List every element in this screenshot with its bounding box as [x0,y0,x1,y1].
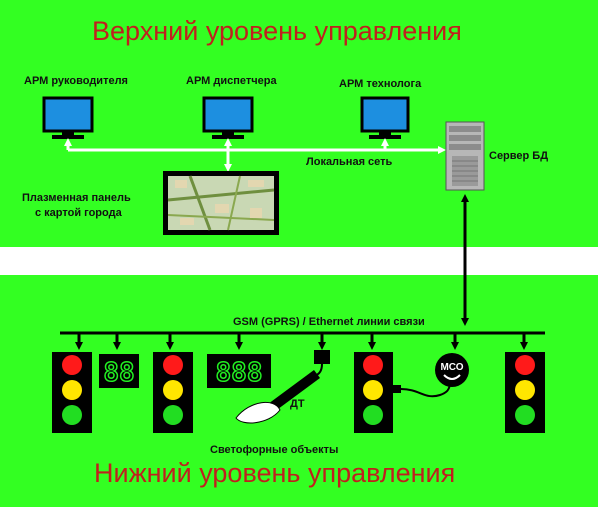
monitor-icon-technologist [360,96,410,139]
server-label: Сервер БД [489,150,549,162]
traffic-light-icon-1 [52,352,92,433]
svg-text:МСО: МСО [440,362,463,373]
monitor-icon-director [42,96,94,139]
svg-text:88: 88 [103,358,134,388]
workstation-label-technologist: АРМ технолога [339,78,422,90]
local-network-lines [64,138,446,172]
traffic-objects-label: Светофорные объекты [210,444,339,456]
local-network-label: Локальная сеть [306,156,393,168]
plasma-panel-label-line2: с картой города [35,207,122,219]
workstation-label-dispatcher: АРМ диспетчера [186,75,277,87]
plasma-panel-label-line1: Плазменная панель [22,192,131,204]
traffic-light-icon-2 [153,352,193,433]
plasma-panel-map-icon [163,171,279,235]
mso-sound-module-icon: МСО [393,353,469,398]
traffic-light-icon-3 [354,352,393,433]
bus-label: GSM (GPRS) / Ethernet линии связи [233,316,425,328]
top-level-title: Верхний уровень управления [92,16,462,46]
workstation-label-director: АРМ руководителя [24,75,128,87]
traffic-detector-icon [235,350,330,424]
communication-bus [60,331,545,350]
countdown-display-small: 88 [99,354,139,389]
detector-label: ДТ [290,398,305,410]
svg-text:888: 888 [216,358,263,388]
bottom-level-title: Нижний уровень управления [94,458,456,488]
server-icon [445,121,485,191]
top-level-band [0,0,598,247]
countdown-display-large: 888 [207,354,271,389]
traffic-light-icon-4 [505,352,545,433]
monitor-icon-dispatcher [202,96,254,139]
